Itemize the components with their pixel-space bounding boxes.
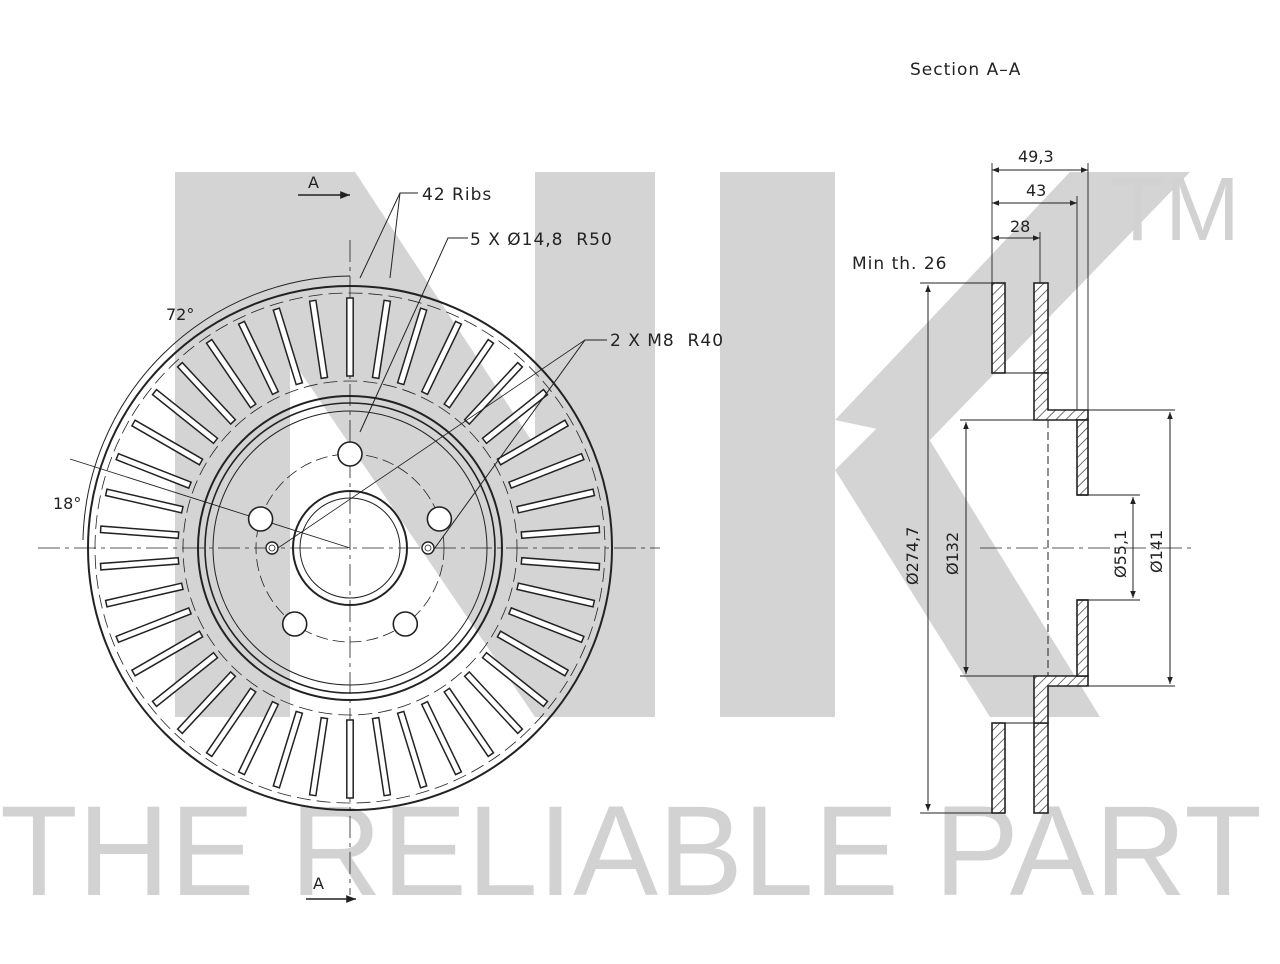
cooling-rib <box>272 307 304 386</box>
cooling-rib <box>130 630 204 677</box>
hat-face-bottom <box>1076 599 1089 677</box>
bolt-hole <box>392 611 419 637</box>
bolt-hole <box>337 441 363 467</box>
bolt-hole <box>426 506 453 532</box>
angle-arc <box>82 275 351 541</box>
cooling-rib <box>481 388 549 445</box>
outer-friction-plate-top <box>991 282 1006 374</box>
threaded-hole <box>421 541 435 555</box>
ribs-label: 42 Ribs <box>422 185 492 205</box>
dim-disc-thickness: 28 <box>1010 217 1030 236</box>
rib-outer-circle <box>94 292 606 804</box>
section-mark-bottom: A <box>313 874 324 893</box>
outer-friction-plate-bottom <box>991 722 1006 814</box>
cooling-rib <box>496 630 570 677</box>
dim-center-bore: Ø55,1 <box>1111 530 1130 578</box>
cooling-rib <box>346 297 354 377</box>
center-bore <box>292 490 408 606</box>
dim-hat-height: 43 <box>1026 181 1046 200</box>
cooling-rib <box>507 606 585 644</box>
cooling-rib <box>104 488 184 514</box>
cooling-rib <box>308 299 329 380</box>
inner-friction-plate-top <box>1033 282 1049 374</box>
dim-overall-height: 49,3 <box>1018 147 1054 166</box>
angle-side-label: 18° <box>53 494 81 513</box>
cooling-rib <box>496 419 570 466</box>
angle-ref-line <box>69 458 351 549</box>
rib-inner-circle <box>182 380 518 716</box>
friction-ring-inner-edge <box>197 395 503 701</box>
cooling-rib <box>151 388 219 445</box>
threaded-hole-core <box>268 544 276 552</box>
cooling-rib <box>346 719 354 799</box>
cooling-rib <box>443 687 495 758</box>
hat-inner-edge <box>212 410 488 686</box>
threaded-holes-label: 2 X M8 R40 <box>610 331 724 351</box>
cooling-ribs <box>99 297 601 799</box>
cooling-rib <box>99 556 180 571</box>
bolt-holes-label: 5 X Ø14,8 R50 <box>470 230 613 250</box>
center-bore-chamfer <box>299 497 401 599</box>
thread-leader-2 <box>277 339 586 549</box>
cooling-rib <box>104 582 184 608</box>
watermark-tagline: THE RELIABLE PART <box>0 780 1262 923</box>
threaded-holes <box>265 541 435 555</box>
cooling-rib <box>520 556 601 571</box>
angle-top-label: 72° <box>166 305 194 324</box>
disc-outer-edge <box>87 285 613 811</box>
cooling-rib <box>371 716 392 797</box>
bolt-holes <box>247 441 453 637</box>
cooling-rib <box>443 338 495 409</box>
threaded-hole-core <box>424 544 432 552</box>
nk-logo <box>175 172 1190 717</box>
cooling-rib <box>151 651 219 708</box>
trademark-mark: TM <box>1110 160 1240 260</box>
cooling-rib <box>115 452 193 490</box>
front-view <box>38 191 660 903</box>
cooling-rib <box>420 320 463 396</box>
cooling-rib <box>237 700 280 776</box>
brand-watermark: TM THE RELIABLE PART <box>0 160 1262 923</box>
cooling-rib <box>371 299 392 380</box>
hat-outer-edge <box>204 402 496 694</box>
cooling-rib <box>420 700 463 776</box>
cooling-rib <box>396 307 428 386</box>
cooling-rib <box>176 670 237 735</box>
cooling-rib <box>237 320 280 396</box>
cooling-rib <box>520 525 601 540</box>
cooling-rib <box>516 582 596 608</box>
dim-hat-diameter: Ø132 <box>943 532 962 575</box>
dim-flange-diameter: Ø141 <box>1147 530 1166 573</box>
cooling-rib <box>507 452 585 490</box>
cooling-rib <box>272 710 304 789</box>
dim-outer-diameter: Ø274,7 <box>903 527 922 585</box>
cooling-rib <box>99 525 180 540</box>
cooling-rib <box>176 361 237 426</box>
cooling-rib <box>481 651 549 708</box>
bolt-hole-leader <box>359 237 468 433</box>
cooling-rib <box>516 488 596 514</box>
section-view <box>920 163 1195 814</box>
section-mark-top: A <box>308 173 319 192</box>
bolt-hole <box>247 506 274 532</box>
hat-section-top <box>1033 372 1089 421</box>
cooling-rib <box>205 687 257 758</box>
threaded-hole <box>265 541 279 555</box>
cooling-rib <box>396 710 428 789</box>
cooling-rib <box>463 361 524 426</box>
section-title: Section A–A <box>910 60 1021 80</box>
hat-face-top <box>1076 419 1089 496</box>
hat-section-bottom <box>1033 675 1089 724</box>
cooling-rib <box>130 419 204 466</box>
bolt-hole <box>281 611 308 637</box>
min-thickness-label: Min th. 26 <box>852 254 947 274</box>
cooling-rib <box>205 338 257 409</box>
inner-friction-plate-bottom <box>1033 722 1049 814</box>
cooling-rib <box>115 606 193 644</box>
cooling-rib <box>463 670 524 735</box>
ribs-leader-2 <box>389 192 401 279</box>
cooling-rib <box>308 716 329 797</box>
